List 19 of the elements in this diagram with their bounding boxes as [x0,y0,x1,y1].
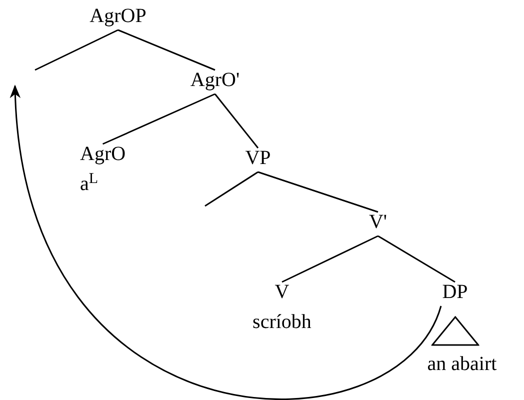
category-label: V' [368,210,388,234]
tree-branch [282,235,378,283]
word-label: an abairt [427,352,497,376]
category-label: VP [245,146,271,170]
tree-branch [258,171,378,213]
category-label: AgrOP [90,4,146,28]
tree-branch [102,93,216,145]
tree-branch [118,29,216,71]
word-label: a$^{L}$ [80,172,98,196]
tree-branch [378,235,456,283]
word-label: scríobh [252,310,312,334]
category-label: AgrO [80,142,126,166]
tree-branch [34,29,118,71]
tree-branch [214,94,259,148]
tree-branch [204,171,258,207]
category-label: AgrO' [190,68,240,92]
category-label: DP [442,280,468,304]
category-label: V [274,280,290,304]
movement-arrow [10,84,442,400]
